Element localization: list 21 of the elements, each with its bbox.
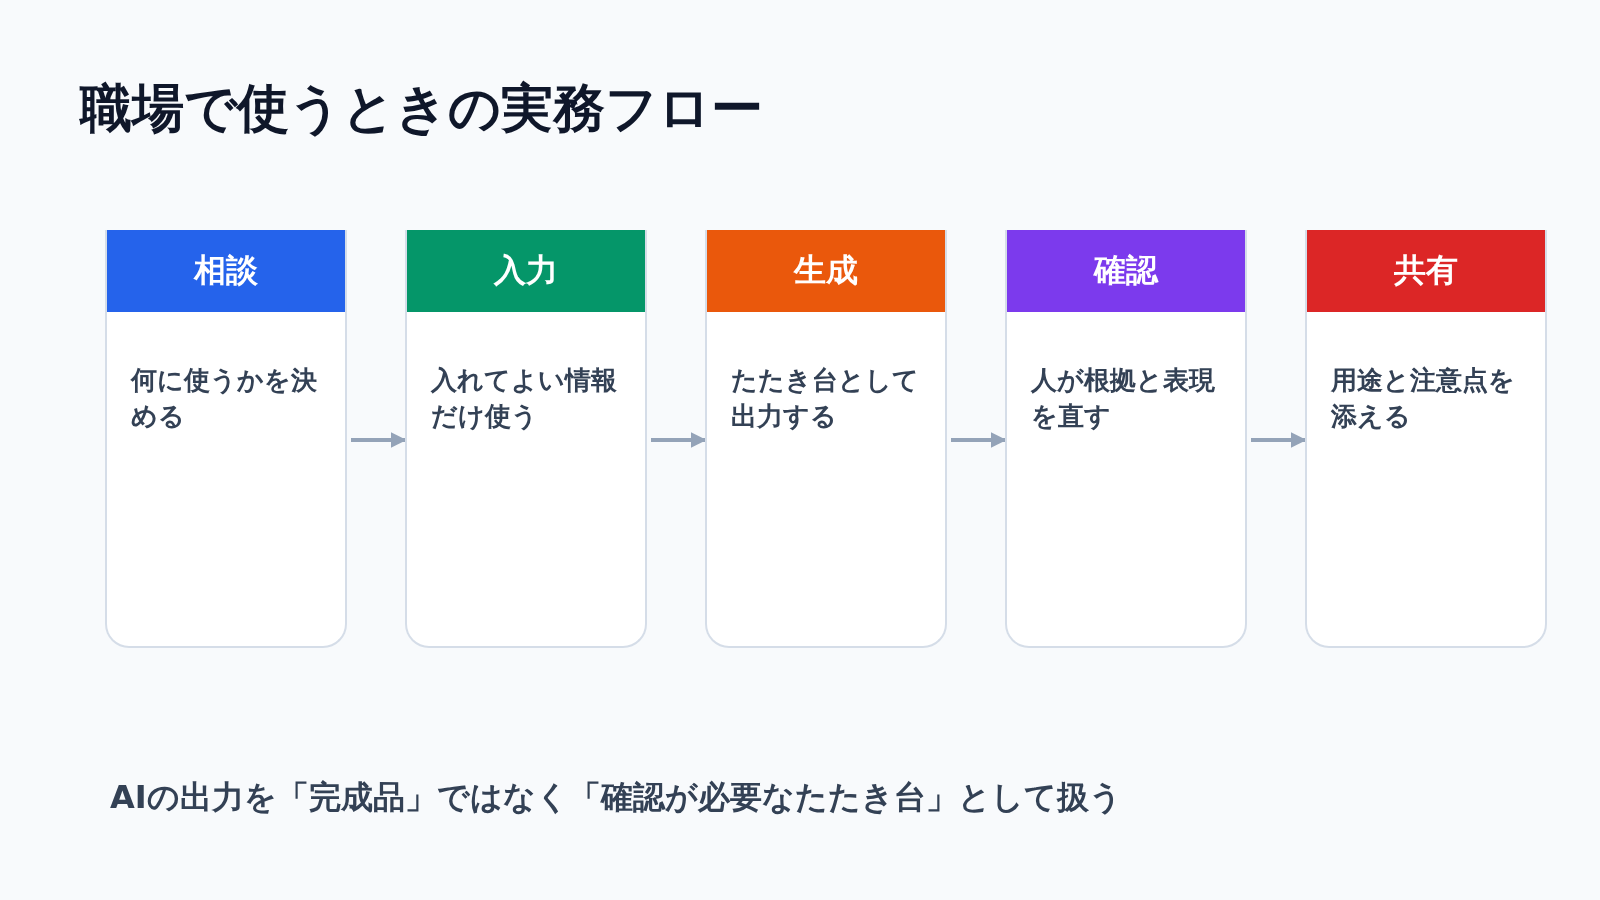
- step-description: 何に使うかを決める: [131, 364, 318, 434]
- title: 職場で使うときの実務フロー: [80, 77, 763, 140]
- arrow: [351, 432, 407, 448]
- step-description: たたき台として出力する: [731, 364, 920, 434]
- arrow: [951, 432, 1007, 448]
- step-header: 共有: [1307, 230, 1545, 312]
- arrow: [651, 432, 707, 448]
- step-description: 入れてよい情報だけ使う: [431, 364, 618, 434]
- step-card: [405, 230, 647, 648]
- step-card: [1005, 230, 1247, 648]
- arrow: [1251, 432, 1307, 448]
- step-card: [1305, 230, 1547, 648]
- step-header: 相談: [107, 230, 345, 312]
- step-header: 入力: [407, 230, 645, 312]
- step-card: [105, 230, 347, 648]
- step-card: [705, 230, 947, 648]
- step-header: 生成: [707, 230, 945, 312]
- step-description: 人が根拠と表現を直す: [1031, 364, 1216, 434]
- step-header: 確認: [1007, 230, 1245, 312]
- caption: AIの出力を「完成品」ではなく「確認が必要なたたき台」として扱う: [110, 777, 1122, 818]
- step-description: 用途と注意点を添える: [1331, 364, 1516, 434]
